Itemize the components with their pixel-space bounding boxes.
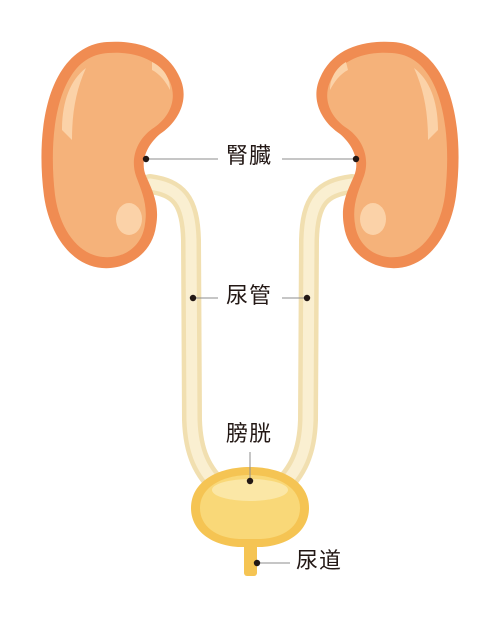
kidney-dot-right — [352, 155, 360, 163]
kidney-label: 腎臓 — [226, 144, 273, 169]
kidney-right — [316, 41, 459, 269]
ureter-label: 尿管 — [226, 284, 273, 309]
urethra-label: 尿道 — [296, 549, 343, 574]
ureter-left — [140, 174, 232, 500]
bladder-shape — [191, 467, 309, 547]
leader-lines — [146, 158, 356, 564]
bladder-dot — [246, 477, 254, 485]
kidney-dot-left — [142, 155, 150, 163]
urethra-dot — [253, 559, 261, 567]
kidney-left — [41, 41, 184, 269]
ureter-dot-right — [303, 294, 311, 302]
leader-dots — [142, 155, 360, 567]
bladder-label: 膀胱 — [226, 422, 273, 447]
ureter-right — [268, 174, 362, 500]
ureter-dot-left — [189, 294, 197, 302]
